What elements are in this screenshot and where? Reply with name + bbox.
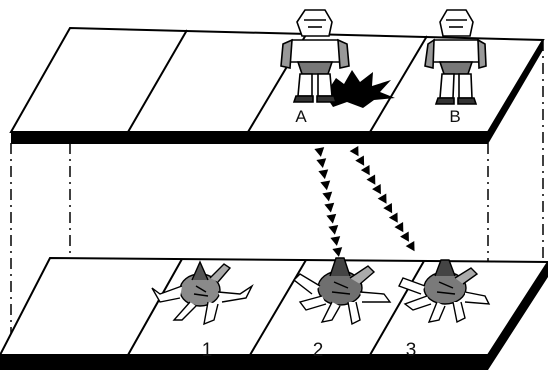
arrow-chevron [330,236,341,247]
slot-label-3: 3 [406,340,417,361]
arrow-chevron [378,194,391,207]
arrow-chevron [324,203,335,214]
slot-label-1: 1 [202,340,213,361]
arrow-chevron [350,146,363,159]
arrow-chevron [328,225,339,236]
slot-label-a: A [295,107,307,126]
arrow-chevron [366,175,379,188]
arrow-chevron [361,165,374,178]
slot-label-b: B [449,107,460,126]
arrow-chevron [400,232,413,245]
arrow-chevron [389,213,402,226]
arrow-chevron [394,222,407,235]
arrow-chevron [320,180,331,191]
arrow-chevron [355,156,368,169]
arrow-chevron [322,192,333,203]
arrow-chevron [383,203,396,216]
arrow-chevron [406,241,419,254]
slot-label-2: 2 [313,340,324,361]
arrow-chevron [332,247,343,258]
arrow-chevron [372,184,385,197]
attack-arrows [314,146,418,258]
arrow-chevron [314,147,325,158]
arrow-chevron [318,169,329,180]
arrow-chevron [326,214,337,225]
arrow-chevron [316,158,327,169]
